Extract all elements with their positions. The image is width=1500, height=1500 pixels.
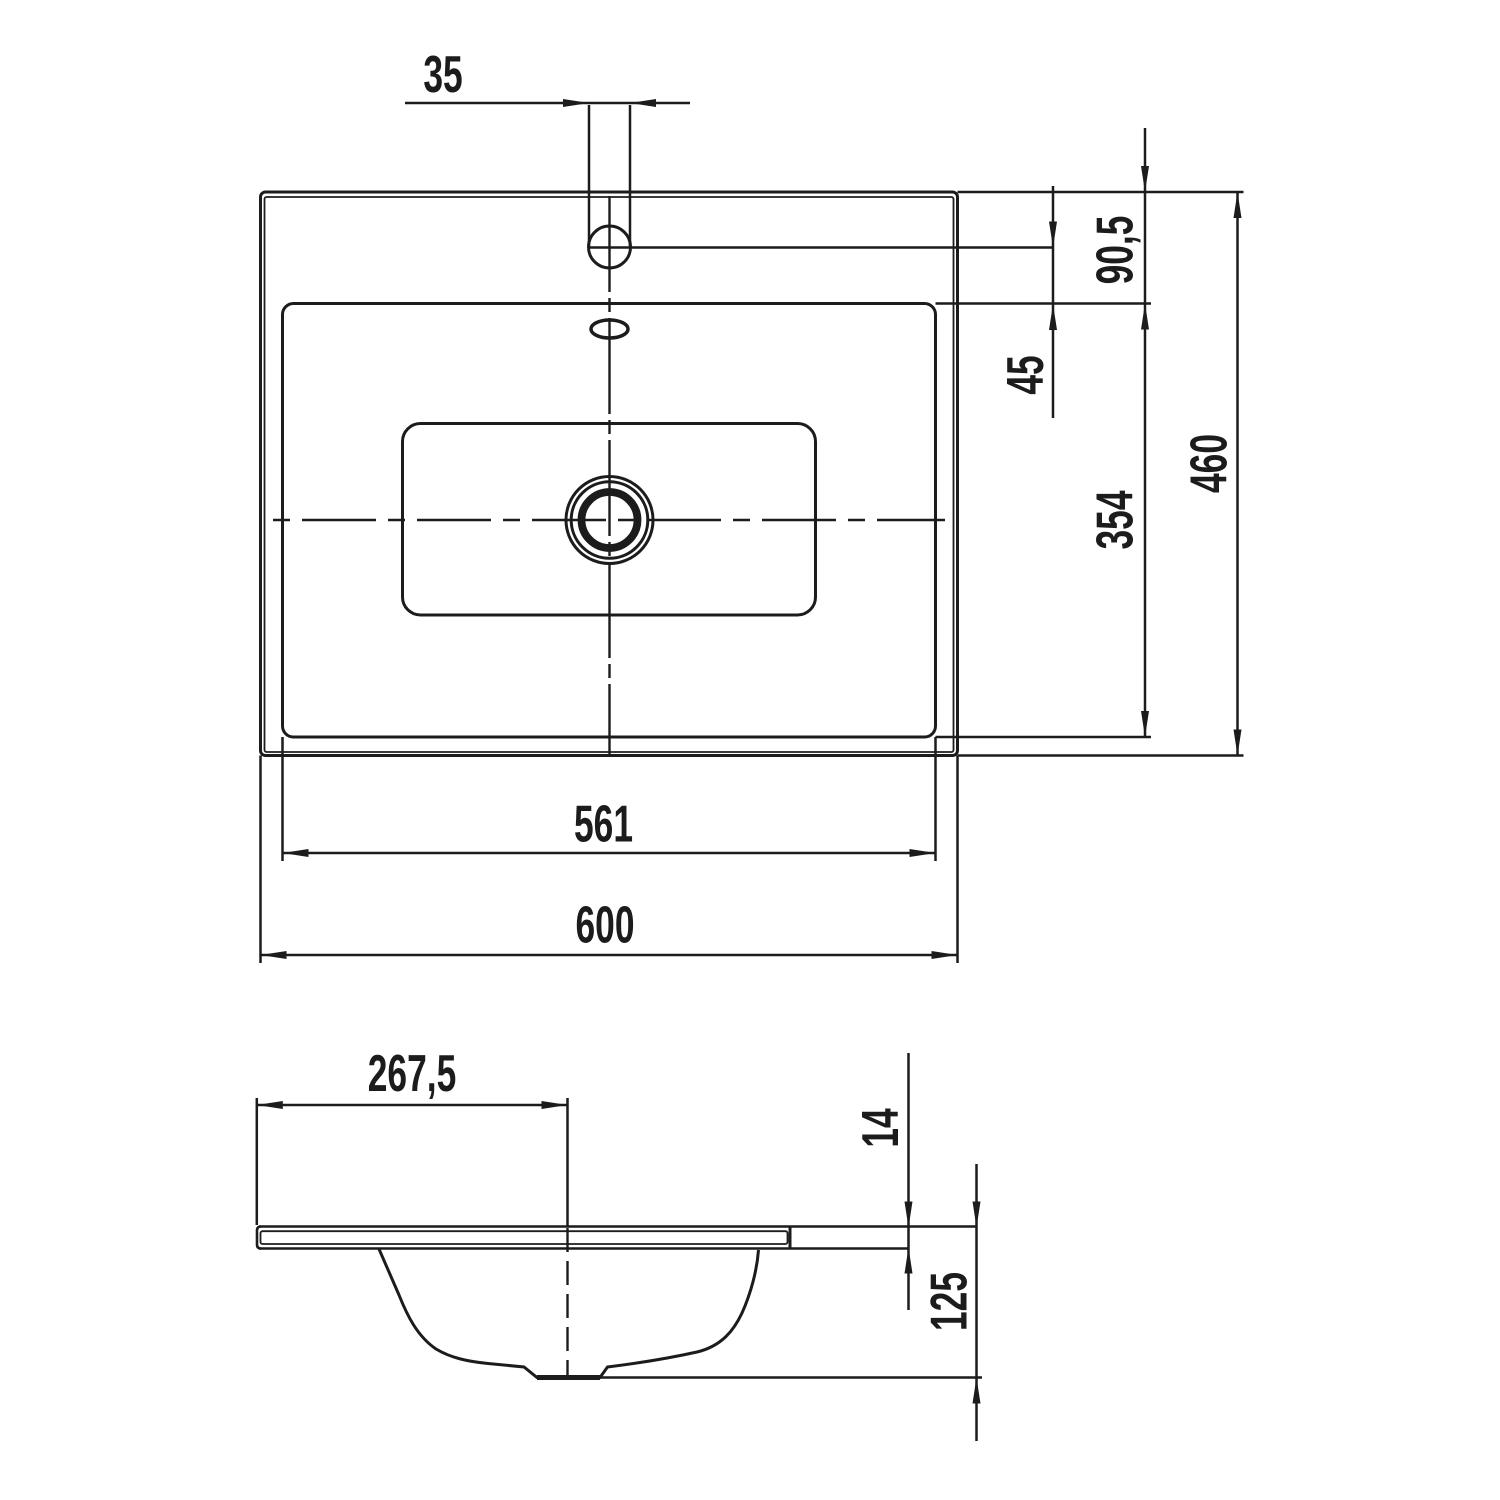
svg-text:561: 561 bbox=[574, 796, 633, 853]
svg-text:45: 45 bbox=[997, 355, 1054, 394]
svg-text:125: 125 bbox=[921, 1272, 978, 1331]
svg-text:35: 35 bbox=[423, 46, 462, 103]
svg-text:354: 354 bbox=[1087, 490, 1144, 549]
svg-text:90,5: 90,5 bbox=[1087, 216, 1144, 285]
svg-text:267,5: 267,5 bbox=[368, 1045, 456, 1102]
svg-text:600: 600 bbox=[576, 897, 635, 954]
svg-text:14: 14 bbox=[852, 1108, 909, 1148]
svg-text:460: 460 bbox=[1181, 434, 1238, 493]
